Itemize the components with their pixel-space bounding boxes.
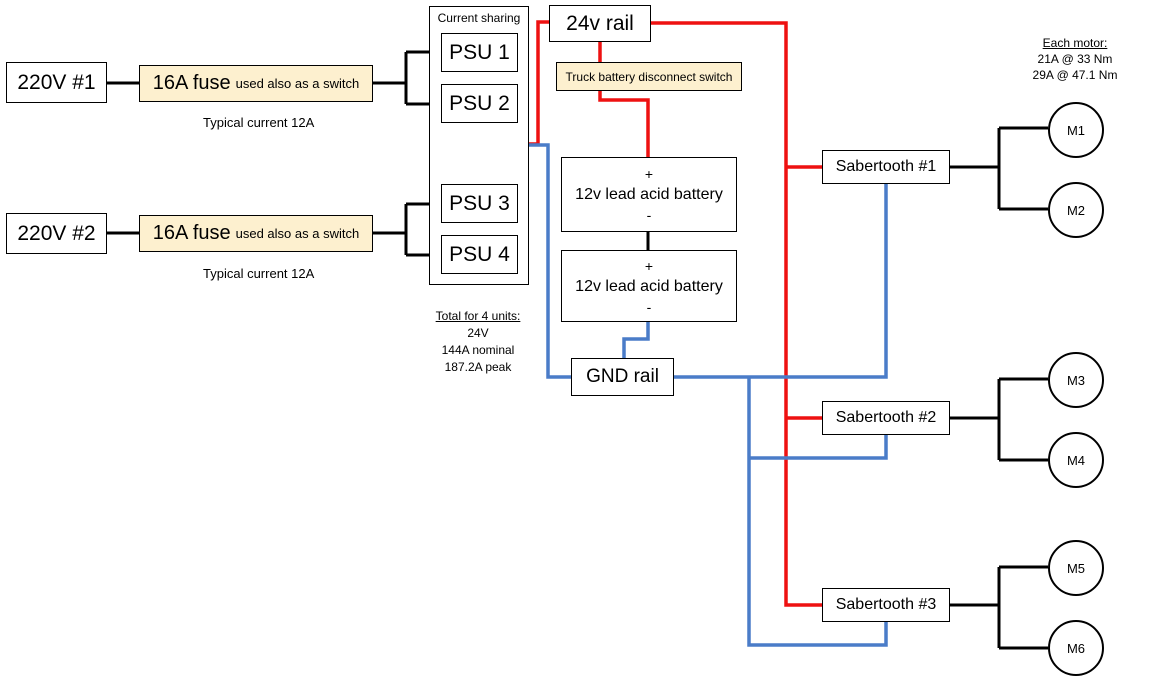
ac-source-1-label: 220V #1 [17,70,96,94]
wire-gnd-st3 [749,435,888,460]
wire-st3-motors [950,565,1048,650]
motor-m4: M4 [1048,432,1104,488]
controller-sabertooth-2: Sabertooth #2 [822,401,950,435]
psu-4: PSU 4 [441,235,518,274]
wire-fuse2-psu34 [373,202,441,257]
motor-spec: Each motor: 21A @ 33 Nm 29A @ 47.1 Nm [1010,35,1140,83]
psu-totals-line: 144A nominal [441,343,515,357]
psu-totals: Total for 4 units: 24V 144A nominal 187.… [418,308,538,376]
disconnect-switch-label: Truck battery disconnect switch [565,69,733,84]
controller-sabertooth-1: Sabertooth #1 [822,150,950,184]
motor-m1: M1 [1048,102,1104,158]
motor-label: M4 [1066,452,1086,468]
wire-st1-motors [950,126,1048,211]
psu-3: PSU 3 [441,184,518,223]
wire-24v-main [651,21,822,607]
fuse-1-note: used also as a switch [235,76,360,91]
rail-24v-label: 24v rail [566,11,634,35]
battery-1-label: 12v lead acid battery [575,186,723,203]
battery-2-label: 12v lead acid battery [575,277,723,295]
motor-spec-line: 21A @ 33 Nm [1037,52,1113,66]
motor-m2: M2 [1048,182,1104,238]
motor-label: M2 [1066,202,1086,218]
ac-source-1: 220V #1 [6,62,107,103]
motor-m6: M6 [1048,620,1104,676]
disconnect-switch: Truck battery disconnect switch [556,62,742,91]
fuse-1: 16A fuse used also as a switch [139,65,373,102]
motor-label: M5 [1066,560,1086,576]
psu-1-label: PSU 1 [449,40,510,64]
battery-1-plus: + [644,166,654,182]
controller-label: Sabertooth #1 [835,158,937,175]
battery-1-minus: - [646,207,652,223]
wire-gnd-st2 [747,377,888,647]
rail-gnd-label: GND rail [586,366,659,387]
psu-totals-heading: Total for 4 units: [435,309,521,323]
current-note-1: Typical current 12A [203,115,315,130]
fuse-1-label: 16A fuse [152,72,231,94]
wire-st2-motors [950,377,1048,462]
motor-label: M6 [1066,640,1086,656]
psu-totals-line: 187.2A peak [444,360,512,374]
fuse-2-label: 16A fuse [152,222,231,244]
wire-psu-24v [529,20,549,146]
wire-switch-battery [598,91,650,157]
psu-2-label: PSU 2 [449,91,510,115]
motor-spec-heading: Each motor: [1042,36,1108,50]
ac-source-2: 220V #2 [6,213,107,254]
motor-m5: M5 [1048,540,1104,596]
wire-battery-gnd [622,322,650,358]
psu-totals-line: 24V [467,326,489,340]
wire-gnd-st1 [674,184,888,379]
motor-m3: M3 [1048,352,1104,408]
psu-1: PSU 1 [441,33,518,72]
wire-fuse1-psu12 [373,50,441,106]
current-note-2: Typical current 12A [203,266,315,281]
psu-group-title: Current sharing [437,11,521,25]
controller-sabertooth-3: Sabertooth #3 [822,588,950,622]
battery-1: + 12v lead acid battery - [561,157,737,232]
controller-label: Sabertooth #2 [835,409,937,426]
fuse-2: 16A fuse used also as a switch [139,215,373,252]
psu-2: PSU 2 [441,84,518,123]
psu-3-label: PSU 3 [449,191,510,215]
battery-2: + 12v lead acid battery - [561,250,737,322]
rail-24v: 24v rail [549,5,651,42]
battery-2-minus: - [646,298,652,315]
motor-label: M1 [1066,122,1086,138]
motor-label: M3 [1066,372,1086,388]
ac-source-2-label: 220V #2 [17,221,96,245]
battery-2-plus: + [644,257,654,274]
rail-gnd: GND rail [571,358,674,396]
motor-spec-line: 29A @ 47.1 Nm [1032,68,1118,82]
controller-label: Sabertooth #3 [835,596,937,613]
fuse-2-note: used also as a switch [235,226,360,241]
wire-psu-gnd [529,143,571,379]
psu-4-label: PSU 4 [449,242,510,266]
